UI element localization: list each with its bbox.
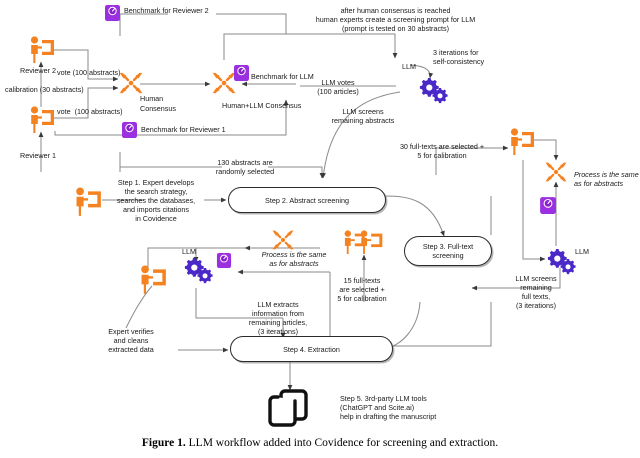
llm-votes-label: LLM votes (100 articles) — [317, 78, 359, 96]
step-5-note-label: Step 5. 3rd-party LLM tools (ChatGPT and… — [340, 394, 437, 421]
converging-arrows-icon — [118, 70, 144, 96]
person-presenting-icon — [135, 263, 169, 295]
benchmark-reviewer2-label: Benchmark for Reviewer 2 — [124, 6, 209, 15]
two-reviewers-icon — [340, 228, 392, 256]
converging-arrows-icon — [211, 70, 237, 96]
figure-caption-text: LLM workflow added into Covidence for sc… — [185, 437, 499, 449]
llm-fulltext-label: LLM — [575, 247, 589, 256]
fulltexts-selected-label: 30 full-texts are selected + 5 for calib… — [399, 142, 485, 160]
step-4-extraction-box[interactable]: Step 4. Extraction — [230, 336, 393, 362]
abstracts-random-label: 130 abstracts are randomly selected — [215, 158, 275, 176]
llm-extracts-label: LLM extracts information from remaining … — [248, 300, 308, 336]
step-4-label: Step 4. Extraction — [283, 344, 340, 354]
calibration-label: calibration (30 abstracts) — [5, 85, 84, 94]
person-presenting-icon — [70, 185, 104, 217]
fulltexts-15-label: 15 full-texts are selected + 5 for calib… — [337, 276, 387, 303]
benchmark-reviewer1-label: Benchmark for Reviewer 1 — [141, 125, 226, 134]
step-2-abstract-screening-box[interactable]: Step 2. Abstract screening — [228, 187, 386, 213]
human-consensus-label: Human Consensus — [140, 94, 176, 113]
vote-top-label: vote (100 abstracts) — [57, 68, 121, 77]
person-presenting-icon — [26, 34, 56, 64]
step-3-fulltext-screening-box[interactable]: Step 3. Full-text screening — [404, 236, 492, 266]
person-presenting-icon — [506, 126, 536, 156]
person-presenting-icon — [26, 104, 56, 134]
step-3-label: Step 3. Full-text screening — [422, 242, 474, 260]
step-2-label: Step 2. Abstract screening — [265, 195, 349, 205]
reviewer-2-label: Reviewer 2 — [20, 66, 56, 75]
step-1-note-label: Step 1. Expert develops the search strat… — [116, 178, 196, 223]
reviewer-1-label: Reviewer 1 — [20, 151, 56, 160]
converging-arrows-icon — [271, 228, 295, 252]
gears-icon — [546, 247, 578, 275]
benchmark-scale-icon — [216, 251, 232, 269]
benchmark-scale-icon — [539, 195, 557, 215]
copy-documents-icon — [265, 388, 313, 432]
llm-extract-label: LLM — [182, 247, 196, 256]
gears-icon — [183, 256, 215, 284]
gears-icon — [418, 76, 450, 104]
process-same-right-label: Process is the same as for abstracts — [574, 170, 639, 188]
benchmark-llm-label: Benchmark for LLM — [251, 72, 314, 81]
process-same-left-label: Process is the same as for abstracts — [261, 250, 327, 268]
llm-screens-fulltexts-label: LLM screens remaining full texts, (3 ite… — [515, 274, 557, 310]
vote-bottom-label: vote (100 abstracts) — [57, 107, 123, 116]
prompt-note-label: after human consensus is reached human e… — [315, 6, 476, 33]
benchmark-scale-icon — [233, 63, 250, 82]
self-consistency-label: 3 iterations for self-consistency — [433, 48, 485, 66]
llm-screens-abstracts-label: LLM screens remaining abstracts — [331, 107, 395, 125]
figure-number: Figure 1. — [141, 437, 186, 449]
human-llm-consensus-label: Human+LLM Consensus — [222, 101, 302, 110]
expert-verifies-label: Expert verifies and cleans extracted dat… — [108, 327, 154, 354]
converging-arrows-icon — [544, 160, 568, 184]
benchmark-scale-icon — [121, 120, 138, 139]
benchmark-scale-icon — [104, 3, 121, 22]
llm-top-label: LLM — [402, 62, 416, 71]
figure-caption: Figure 1. LLM workflow added into Covide… — [0, 437, 640, 449]
